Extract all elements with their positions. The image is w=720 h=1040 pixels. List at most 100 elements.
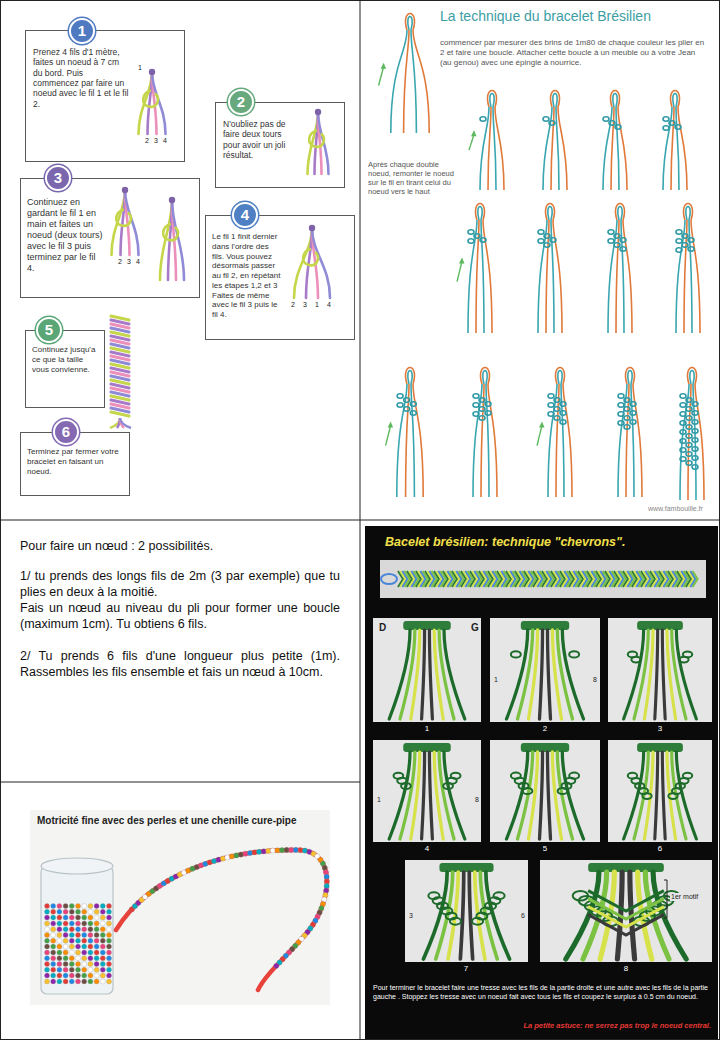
bead <box>107 979 112 984</box>
bracelet-step-figure <box>608 204 632 334</box>
knot <box>473 403 479 407</box>
thread-loop <box>487 91 496 108</box>
pipe-cleaner <box>116 850 327 990</box>
thread <box>507 630 528 719</box>
knot <box>558 788 568 794</box>
bead <box>94 973 99 978</box>
thread-loop <box>670 91 679 108</box>
thread <box>563 384 572 497</box>
thread <box>626 384 629 497</box>
thread-loop <box>613 94 617 108</box>
bead <box>45 956 50 961</box>
thread <box>691 220 700 333</box>
step-number: 6 <box>53 419 79 445</box>
knot <box>548 394 554 398</box>
thread-number: 1 <box>493 676 499 684</box>
body-text: Fais un nœud au niveau du pli pour forme… <box>20 600 340 632</box>
bead <box>57 944 62 949</box>
braid-stitch <box>111 412 129 416</box>
bead <box>76 927 81 932</box>
knot <box>560 411 566 415</box>
step-number: 1 <box>69 18 95 44</box>
thread <box>488 107 491 190</box>
thread-loop <box>673 94 677 108</box>
bead <box>100 915 105 920</box>
bead <box>69 956 74 961</box>
thread <box>125 190 139 255</box>
knot <box>631 657 640 663</box>
bracelet-step-figure <box>457 204 492 334</box>
thread <box>429 630 432 719</box>
knot <box>538 239 544 243</box>
thread <box>546 220 549 333</box>
jar-rim <box>41 858 113 874</box>
bracelet-step-figure <box>603 91 627 191</box>
bead <box>51 921 56 926</box>
bracelet-step-figure <box>680 368 704 501</box>
bead <box>324 879 329 884</box>
arrow-head <box>459 257 465 263</box>
photo-panel: Motricité fine avec des perles et une ch… <box>30 810 330 1005</box>
knot <box>692 402 698 406</box>
bead <box>45 944 50 949</box>
dark-panel <box>365 526 718 1039</box>
knot <box>692 429 698 433</box>
thread-loop <box>408 371 412 385</box>
knot <box>680 403 686 407</box>
knot <box>472 918 483 925</box>
bead <box>107 944 112 949</box>
knot <box>609 121 615 125</box>
bead <box>82 904 87 909</box>
panel-title: La technique du bracelet Brésilien <box>440 8 712 25</box>
knot <box>473 412 479 416</box>
bead <box>289 847 294 852</box>
thread <box>413 30 429 133</box>
bracket <box>664 880 667 918</box>
bead <box>57 904 62 909</box>
bead <box>57 973 62 978</box>
bead <box>45 973 50 978</box>
frame-number: 8 <box>624 965 628 974</box>
knot <box>663 126 669 130</box>
thread <box>540 630 543 719</box>
photo-title: Motricité fine avec des perles et une ch… <box>37 815 322 827</box>
thread <box>120 418 131 428</box>
knot <box>410 411 416 415</box>
knot <box>554 398 560 402</box>
thread <box>294 228 312 298</box>
bead <box>88 967 93 972</box>
chevron-step-photo <box>608 740 712 842</box>
bead <box>88 962 93 967</box>
knot <box>480 117 486 121</box>
thread <box>671 107 674 190</box>
bead <box>63 909 68 914</box>
bead <box>63 904 68 909</box>
knot <box>479 398 485 402</box>
thread <box>547 752 550 839</box>
thread-loop <box>545 204 554 221</box>
bead <box>229 854 234 859</box>
bead <box>45 967 50 972</box>
thread <box>469 872 472 959</box>
bead <box>243 851 248 856</box>
thread <box>684 220 687 333</box>
bead <box>274 963 279 968</box>
bead <box>51 950 56 955</box>
bracelet-step-figure <box>473 368 497 498</box>
bead <box>225 855 230 860</box>
knot <box>315 109 321 115</box>
photo-frame <box>608 740 712 842</box>
bead <box>63 933 68 938</box>
bead <box>100 921 105 926</box>
braided-bracelet <box>110 316 131 428</box>
thread <box>678 107 687 190</box>
thread <box>551 107 554 190</box>
arrow-head <box>539 421 545 427</box>
step-number: 5 <box>36 317 62 343</box>
bead <box>69 944 74 949</box>
bead <box>63 967 68 972</box>
bracelet-step-figure <box>537 368 572 498</box>
thread-number: 4 <box>327 301 331 309</box>
bracelet-step-figure <box>618 368 642 498</box>
